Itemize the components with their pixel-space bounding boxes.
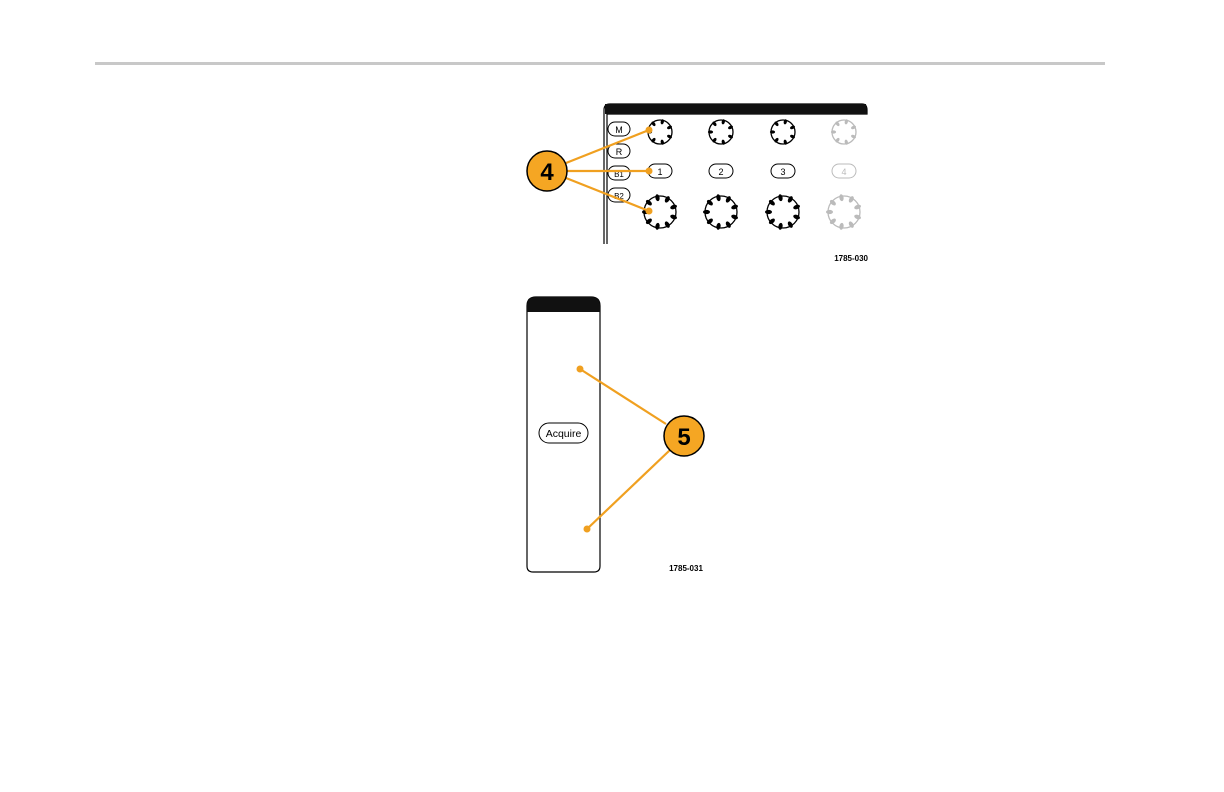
side-button-m[interactable]: M (608, 122, 630, 136)
vertical-controls-panel (604, 104, 867, 244)
channel-button-1-label: 1 (657, 167, 662, 177)
figure-id-bottom: 1785-031 (669, 564, 703, 573)
channel-button-3-label: 3 (780, 167, 785, 177)
side-button-r-label: R (616, 147, 623, 157)
channel-button-2[interactable]: 2 (709, 164, 733, 178)
scale-knob-2[interactable] (703, 194, 739, 230)
acquire-button[interactable]: Acquire (539, 423, 588, 443)
callout-5-badge: 5 (664, 416, 704, 456)
channel-button-3[interactable]: 3 (771, 164, 795, 178)
scale-knob-3[interactable] (765, 194, 801, 230)
position-knob-4[interactable] (831, 119, 857, 145)
channel-button-2-label: 2 (718, 167, 723, 177)
callout-4-number: 4 (540, 159, 554, 186)
side-button-m-label: M (615, 125, 623, 135)
callout-5-number: 5 (677, 424, 690, 451)
channel-button-4-label: 4 (841, 167, 846, 177)
scale-knob-4[interactable] (826, 194, 862, 230)
acquire-button-label: Acquire (546, 428, 582, 440)
channel-button-4[interactable]: 4 (832, 164, 856, 178)
callout-4-badge: 4 (527, 151, 567, 191)
position-knob-2[interactable] (708, 119, 734, 145)
figure-id-top: 1785-030 (834, 254, 868, 263)
position-knob-3[interactable] (770, 119, 796, 145)
side-button-b1[interactable]: B1 (608, 166, 630, 180)
